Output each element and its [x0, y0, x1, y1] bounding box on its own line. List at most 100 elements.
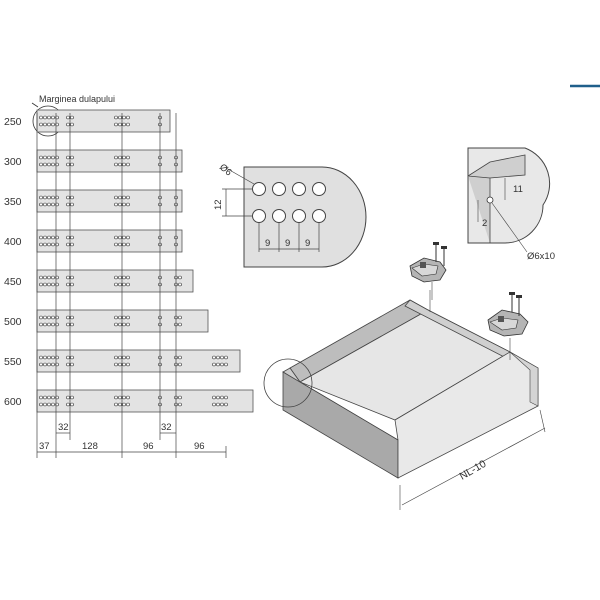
rail-hole: [70, 235, 74, 240]
rail-hole: [178, 395, 182, 400]
column-spacing-label-2: 9: [285, 238, 290, 249]
rail-hole: [114, 322, 118, 327]
drawer-corner-circle: [263, 358, 313, 408]
drawer-box: NL-10: [263, 290, 546, 510]
rail-hole: [118, 242, 122, 247]
rail-hole: [122, 282, 126, 287]
rail-hole: [43, 235, 47, 240]
spacing-label-4: 96: [194, 441, 205, 452]
rail-hole: [224, 355, 228, 360]
offset-label-1: 32: [58, 422, 69, 433]
rail-hole: [43, 162, 47, 167]
rail-hole: [114, 282, 118, 287]
rail-hole: [47, 282, 51, 287]
rail-hole: [47, 395, 51, 400]
rail-hole: [66, 355, 70, 360]
rail-hole: [114, 235, 118, 240]
rail-hole: [66, 242, 70, 247]
rail-hole: [114, 122, 118, 127]
rail-hole: [47, 242, 51, 247]
rail-hole: [39, 195, 43, 200]
rail-length-label: 600: [4, 396, 22, 408]
rail-hole: [70, 315, 74, 320]
rail-hole: [118, 315, 122, 320]
spacing-label-1: 37: [39, 441, 50, 452]
column-spacing-label-3: 9: [305, 238, 310, 249]
cabinet-edge-label: Marginea dulapului: [39, 94, 115, 104]
rail-hole: [51, 235, 55, 240]
rail-hole: [51, 162, 55, 167]
rail-bar: [36, 349, 241, 373]
rail-hole: [47, 275, 51, 280]
hole: [312, 182, 326, 196]
rail-hole: [43, 122, 47, 127]
corner-dim-a: 11: [513, 184, 523, 195]
rail-hole: [122, 202, 126, 207]
rail-hole: [43, 155, 47, 160]
rail-length-label: 250: [4, 116, 22, 128]
rail-hole: [126, 315, 130, 320]
rail-hole: [47, 155, 51, 160]
hole-pattern-detail: Ø6 12 9 9 9: [213, 162, 367, 268]
rail-hole: [122, 315, 126, 320]
rail-hole: [118, 122, 122, 127]
rail-hole: [118, 395, 122, 400]
row-spacing-label: 12: [213, 199, 224, 210]
rail-hole: [224, 395, 228, 400]
rail-hole: [212, 362, 216, 367]
rail-hole: [51, 395, 55, 400]
rail-hole: [212, 402, 216, 407]
rail-row: 250: [4, 109, 171, 133]
rail-hole: [47, 202, 51, 207]
rail-hole: [39, 242, 43, 247]
rail-hole: [66, 122, 70, 127]
hole: [292, 209, 306, 223]
rail-hole: [122, 122, 126, 127]
rail-hole: [43, 362, 47, 367]
rail-hole: [220, 395, 224, 400]
rail-hole: [122, 162, 126, 167]
rail-bar: [36, 109, 171, 133]
rail-hole: [66, 202, 70, 207]
rail-hole: [51, 242, 55, 247]
front-locking-device-left: [409, 242, 447, 300]
rail-length-label: 500: [4, 316, 22, 328]
rail-row: 300: [4, 149, 183, 173]
rail-hole: [114, 242, 118, 247]
rail-hole: [47, 315, 51, 320]
rail-bar: [36, 389, 254, 413]
rail-hole: [114, 162, 118, 167]
rail-hole: [51, 362, 55, 367]
column-spacing-label-1: 9: [265, 238, 270, 249]
rail-hole: [122, 322, 126, 327]
rail-hole: [47, 162, 51, 167]
rail-hole: [51, 315, 55, 320]
rail-hole: [122, 275, 126, 280]
rail-bar: [36, 309, 209, 333]
rail-hole: [70, 395, 74, 400]
rail-hole: [126, 242, 130, 247]
rail-hole: [70, 355, 74, 360]
rail-hole: [122, 115, 126, 120]
rail-hole: [66, 195, 70, 200]
rail-hole: [47, 195, 51, 200]
rail-hole: [118, 355, 122, 360]
rail-hole: [118, 235, 122, 240]
rail-hole: [118, 362, 122, 367]
rail-length-label: 400: [4, 236, 22, 248]
rail-hole: [126, 235, 130, 240]
rail-hole: [66, 322, 70, 327]
rail-hole: [126, 162, 130, 167]
rail-hole: [70, 402, 74, 407]
rail-hole: [47, 235, 51, 240]
rail-hole: [216, 402, 220, 407]
rail-hole: [118, 155, 122, 160]
rail-hole: [70, 195, 74, 200]
rail-hole: [70, 362, 74, 367]
rail-hole: [118, 322, 122, 327]
rail-hole: [47, 122, 51, 127]
rail-hole: [118, 115, 122, 120]
rail-hole: [39, 122, 43, 127]
rail-hole: [43, 355, 47, 360]
